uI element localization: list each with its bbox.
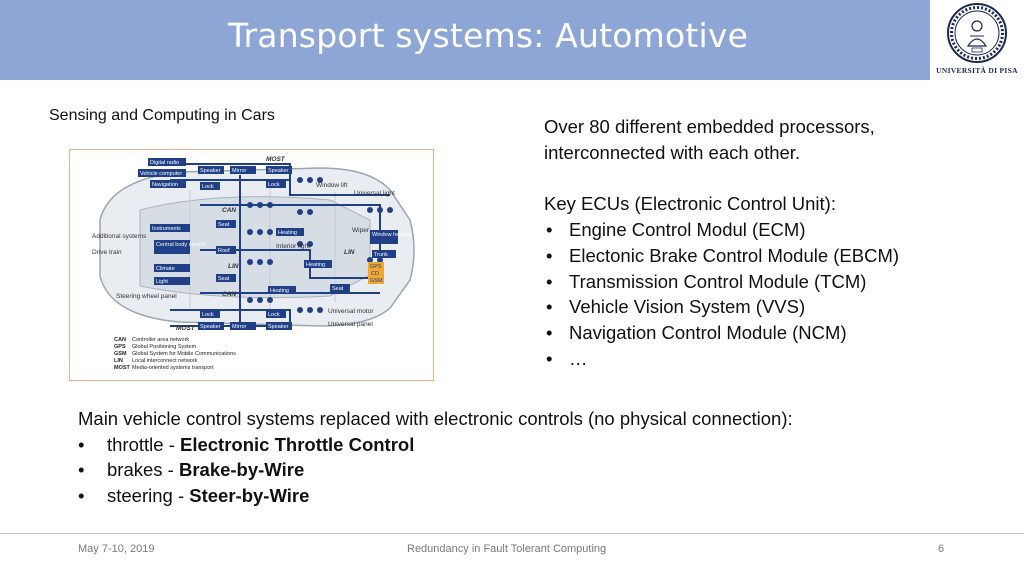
side-label: Universal panel (328, 321, 373, 328)
box-label: Heating (278, 230, 297, 236)
box-label: Navigation (152, 182, 178, 188)
legend-text: Local interconnect network (132, 358, 198, 364)
side-label: CAN (222, 207, 236, 214)
item-bold: Electronic Throttle Control (180, 433, 415, 455)
legend-abbr: GPS (114, 344, 126, 350)
side-label: Additional systems (92, 233, 147, 240)
box-label: Seat (218, 276, 230, 282)
box-label: Speaker (200, 324, 221, 330)
box-label: Climate (156, 266, 175, 272)
side-label: LIN (228, 263, 239, 270)
box-label: Lock (268, 312, 280, 318)
item-plain: throttle - (107, 433, 180, 455)
item-bold: Brake-by-Wire (178, 459, 305, 481)
ecus-title: Key ECUs (Electronic Control Unit): (544, 193, 836, 215)
diagram-caption: Sensing and Computing in Cars (49, 107, 275, 124)
box-label: Instruments (152, 226, 181, 232)
item-plain: steering - (107, 485, 190, 507)
ecu-text-block: Over 80 different embedded processors, i… (544, 114, 964, 371)
list-item: brakes - Brake-by-Wire (78, 457, 958, 483)
box-label: Roof (218, 248, 230, 254)
control-systems-block: Main vehicle control systems replaced wi… (78, 406, 958, 509)
box-label: GPS (370, 264, 382, 270)
list-item: Transmission Control Module (TCM) (544, 269, 964, 295)
box-label: Window heating (372, 232, 411, 238)
item-plain: brakes - (107, 459, 179, 481)
list-item: Navigation Control Module (NCM) (544, 320, 964, 346)
side-label: MOST (176, 325, 196, 332)
footer-divider (0, 533, 1024, 534)
box-label: GSM (370, 278, 383, 284)
box-label: Trunk (374, 252, 388, 258)
side-label: Universal light (354, 190, 395, 197)
side-label: Universal motor (328, 308, 374, 315)
list-item: throttle - Electronic Throttle Control (78, 432, 958, 458)
ecu-list: Engine Control Modul (ECM) Electonic Bra… (544, 217, 964, 371)
legend-text: Global System for Mobile Communications (132, 351, 236, 357)
legend-text: Controller area network (132, 337, 189, 343)
box-label: Lock (202, 312, 214, 318)
list-item: Vehicle Vision System (VVS) (544, 294, 964, 320)
box-label: Light (156, 279, 168, 285)
box-label: Central body control (156, 242, 205, 248)
box-label: Seat (332, 286, 344, 292)
list-item: … (544, 346, 964, 372)
box-label: Mirror (232, 324, 247, 330)
box-label: Speaker (268, 168, 289, 174)
side-label: Interior light (276, 243, 310, 250)
box-label: Lock (268, 182, 280, 188)
side-label: Drive train (92, 249, 122, 256)
university-seal-icon (947, 3, 1007, 63)
box-label: Heating (270, 288, 289, 294)
car-network-diagram: Digital radio Vehicle computer Navigatio… (69, 149, 434, 381)
footer-title: Redundancy in Fault Tolerant Computing (407, 543, 607, 555)
control-systems-list: throttle - Electronic Throttle Control b… (78, 432, 958, 509)
slide-title: Transport systems: Automotive (228, 16, 749, 55)
processors-intro: Over 80 different embedded processors, i… (544, 116, 875, 163)
university-logo: UNIVERSITÀ DI PISA (930, 0, 1024, 80)
box-label: Speaker (200, 168, 221, 174)
car-network-svg: Digital radio Vehicle computer Navigatio… (92, 156, 415, 371)
box-label: Lock (202, 184, 214, 190)
legend-text: Media-oriented systems transport (132, 365, 214, 371)
box-label: Vehicle computer (140, 171, 182, 177)
legend-abbr: CAN (114, 337, 126, 343)
side-label: LIN (344, 249, 355, 256)
box-label: Heating (306, 262, 325, 268)
list-item: Engine Control Modul (ECM) (544, 217, 964, 243)
box-label: Speaker (268, 324, 289, 330)
university-name: UNIVERSITÀ DI PISA (936, 66, 1018, 75)
legend-abbr: LIN (114, 358, 123, 364)
side-label: CAN (222, 291, 236, 298)
legend-text: Global Positioning System (132, 344, 197, 350)
box-label: Mirror (232, 168, 247, 174)
footer-date: May 7-10, 2019 (78, 543, 155, 555)
list-item: steering - Steer-by-Wire (78, 483, 958, 509)
title-band: Transport systems: Automotive (0, 0, 930, 80)
side-label: Window lift (316, 182, 348, 189)
list-item: Electonic Brake Control Module (EBCM) (544, 243, 964, 269)
box-label: Digital radio (150, 160, 179, 166)
page-number: 6 (938, 543, 945, 555)
item-bold: Steer-by-Wire (189, 485, 310, 507)
legend-abbr: MOST (114, 365, 131, 371)
side-label: Wiper (352, 227, 370, 234)
box-label: CD (371, 271, 379, 277)
legend-abbr: GSM (114, 351, 127, 357)
side-label: Steering wheel panel (116, 293, 177, 300)
control-systems-intro: Main vehicle control systems replaced wi… (78, 408, 793, 429)
side-label: MOST (266, 156, 286, 163)
box-label: Seat (218, 222, 230, 228)
